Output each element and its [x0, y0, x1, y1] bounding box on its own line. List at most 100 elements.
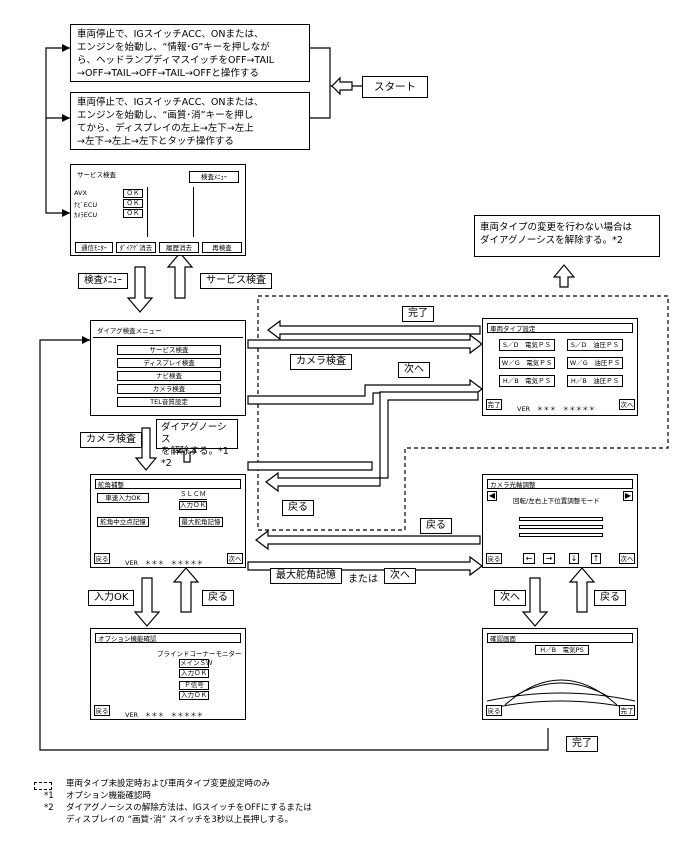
down-arrow-icon[interactable]: ↓ — [569, 553, 579, 564]
blind-corner-monitor-label: ブラインドコーナーモニター — [157, 650, 242, 659]
row-avx-status: ＯＫ — [123, 189, 143, 198]
btn-sd-electric[interactable]: S／D 電気ＰＳ — [499, 339, 555, 351]
option-title: オプション機能確認 — [95, 633, 241, 643]
label-service-check: サービス検査 — [200, 273, 272, 289]
vehicle-type-title: 車両タイプ設定 — [487, 323, 633, 333]
arrow-up-3 — [172, 567, 200, 613]
arrow-down-2 — [134, 427, 158, 471]
arrow-down-1 — [126, 266, 154, 313]
recheck-button[interactable]: 再検査 — [202, 242, 242, 253]
label-camera-check-top: カメラ検査 — [290, 354, 352, 370]
vehicle-type-version: VER ＊＊＊ ＊＊＊＊＊ — [517, 405, 596, 413]
confirm-back-button[interactable]: 戻る — [486, 705, 502, 716]
check-menu-button[interactable]: 検査ﾒﾆｭｰ — [189, 171, 239, 183]
steering-back-button[interactable]: 戻る — [94, 553, 110, 564]
up-arrow-icon[interactable]: ↑ — [591, 553, 601, 564]
btn-wg-electric[interactable]: W／G 電気ＰＳ — [499, 357, 555, 369]
arrow-left-modoru — [255, 529, 481, 551]
neutral-memory-button[interactable]: 舵角中立点記憶 — [97, 517, 149, 527]
diag-clear-button[interactable]: ﾀﾞｲｱｸﾞ消去 — [116, 242, 156, 253]
btn-hb-electric[interactable]: H／B 電気ＰＳ — [499, 375, 555, 387]
steering-title: 舵角補整 — [95, 479, 241, 489]
slcm-input-ok[interactable]: 入力ＯＫ — [179, 501, 207, 510]
label-back-right-low: 戻る — [594, 590, 626, 606]
p-signal-input-ok[interactable]: 入力ＯＫ — [179, 691, 209, 700]
history-clear-button[interactable]: 履歴消去 — [159, 242, 199, 253]
arrow-up-note — [552, 264, 576, 288]
left-arrow-icon[interactable]: ← — [523, 553, 535, 564]
diag-menu-title: ダイアグ検査メニュー — [97, 327, 162, 335]
option-version: VER ＊＊＊ ＊＊＊＊＊ — [125, 711, 204, 719]
inst1-line3: ら、ヘッドランプディマスイッチをOFF→TAIL — [77, 55, 275, 66]
footnote-2a: ダイアグノーシスの解除方法は、IGスイッチをOFFにするまたは — [66, 803, 312, 813]
row-navi-name: ﾅﾋﾞECU — [74, 201, 98, 209]
max-angle-memory-button[interactable]: 最大舵角記憶 — [179, 517, 223, 527]
label-check-menu: 検査ﾒﾆｭｰ — [78, 273, 129, 289]
arrow-down-4 — [521, 577, 549, 627]
inst1-line4: →OFF→TAIL→OFF→TAIL→OFFと操作する — [77, 68, 259, 79]
camera-axis-back-button[interactable]: 戻る — [486, 553, 502, 564]
camera-axis-title: カメラ光軸調整 — [487, 479, 633, 489]
camera-axis-next-button[interactable]: 次へ — [619, 553, 635, 564]
label-back-mid: 戻る — [282, 500, 314, 516]
label-camera-check-left: カメラ検査 — [80, 432, 142, 448]
dashed-region — [257, 295, 669, 531]
no-change-note: 車両タイプの変更を行わない場合は ダイアグノーシスを解除する。*2 — [474, 215, 660, 257]
confirm-done-button[interactable]: 完了 — [619, 705, 635, 716]
inst2-line4: →左下→左上→左下とタッチ操作する — [77, 136, 234, 147]
menu-display-check[interactable]: ディスプレイ検査 — [117, 358, 221, 368]
guide-line-2 — [519, 525, 603, 529]
inst2-line2: エンジンを始動し、“画質･消”キーを押し — [77, 110, 254, 121]
dashed-legend-icon — [34, 782, 52, 790]
option-back-button[interactable]: 戻る — [94, 705, 110, 716]
no-change-line2: ダイアグノーシスを解除する。*2 — [480, 235, 623, 246]
menu-service-check[interactable]: サービス検査 — [117, 345, 221, 355]
diag-menu-screen: ダイアグ検査メニュー サービス検査 ディスプレイ検査 ナビ検査 カメラ検査 TE… — [90, 320, 246, 416]
label-next-mid: 次へ — [384, 568, 416, 584]
steering-angle-screen: 舵角補整 車速入力OK ＳＬＣＭ 入力ＯＫ 舵角中立点記憶 最大舵角記憶 戻る … — [90, 474, 246, 568]
row-navi-status: ＯＫ — [123, 199, 143, 208]
right-arrow-icon[interactable]: → — [543, 553, 555, 564]
label-back-right: 戻る — [420, 518, 452, 534]
comm-monitor-button[interactable]: 通信ﾓﾆﾀｰ — [75, 242, 113, 253]
guide-lines-icon — [486, 679, 636, 710]
footnote-1-mark: *1 — [44, 791, 54, 801]
instruction-box-1: 車両停止で、IGスイッチACC、ONまたは、 エンジンを始動し、“情報･G”キー… — [70, 24, 310, 82]
arrow-back-steering — [265, 391, 479, 493]
vehicle-type-done-button[interactable]: 完了 — [486, 399, 502, 410]
menu-tel-quality[interactable]: TEL音質設定 — [117, 397, 221, 407]
footnote-2b: ディスプレイの “画質･消” スイッチを3秒以上長押しする。 — [66, 815, 294, 825]
menu-camera-check[interactable]: カメラ検査 — [117, 384, 221, 394]
btn-hb-hydraulic[interactable]: H／B 油圧ＰＳ — [567, 375, 623, 387]
arrow-down-3 — [133, 577, 161, 627]
rotate-right-icon[interactable]: ▶ — [623, 491, 633, 501]
label-back-left-low: 戻る — [202, 590, 234, 606]
arrow-right-camera — [247, 333, 483, 355]
label-next-top: 次へ — [398, 362, 430, 378]
row-avx-name: AVX — [74, 189, 87, 197]
vehicle-speed-input-button[interactable]: 車速入力OK — [97, 493, 149, 503]
arrow-start — [331, 76, 353, 96]
inst2-line1: 車両停止で、IGスイッチACC、ONまたは、 — [77, 97, 264, 108]
vehicle-type-next-button[interactable]: 次へ — [619, 399, 635, 410]
footnote-2-mark: *2 — [44, 803, 54, 813]
footnote-1: オプション機能確認時 — [66, 791, 152, 801]
p-signal-label: Ｐ信号 — [179, 681, 209, 690]
vehicle-type-screen: 車両タイプ設定 S／D 電気ＰＳ S／D 油圧ＰＳ W／G 電気ＰＳ W／G 油… — [482, 318, 638, 416]
arrow-left-kanryo — [267, 319, 481, 341]
no-change-line1: 車両タイプの変更を行わない場合は — [480, 222, 633, 233]
btn-wg-hydraulic[interactable]: W／G 油圧ＰＳ — [567, 357, 623, 369]
row-camera-name: ｶﾒﾗECU — [74, 211, 98, 219]
steering-version: VER ＊＊＊ ＊＊＊＊＊ — [125, 559, 204, 567]
steering-next-button[interactable]: 次へ — [227, 553, 243, 564]
label-input-ok: 入力OK — [88, 590, 135, 606]
btn-sd-hydraulic[interactable]: S／D 油圧ＰＳ — [567, 339, 623, 351]
arrow-up-1 — [166, 252, 194, 299]
label-or: または — [348, 574, 378, 585]
main-sw-input-ok[interactable]: 入力ＯＫ — [179, 669, 209, 678]
rotate-left-icon[interactable]: ◀ — [487, 491, 497, 501]
menu-navi-check[interactable]: ナビ検査 — [117, 371, 221, 381]
label-done-bottom: 完了 — [566, 736, 598, 752]
